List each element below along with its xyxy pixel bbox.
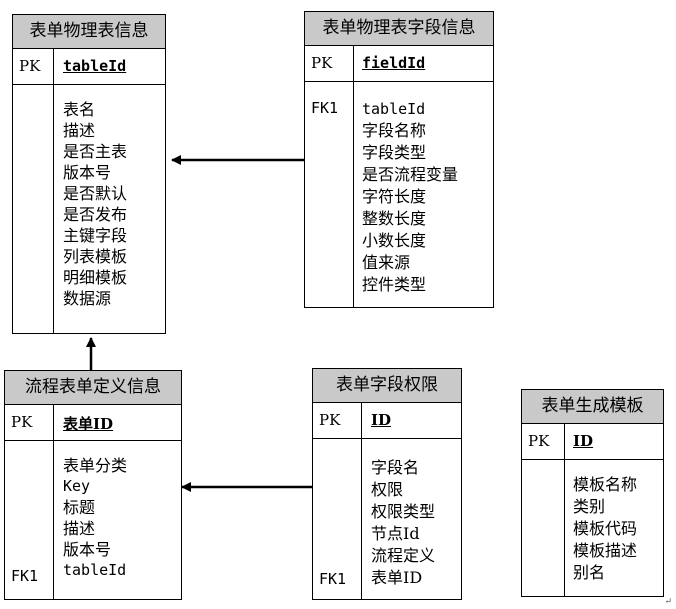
- primary-key-row: PK ID: [522, 424, 663, 460]
- entity-title: 表单生成模板: [522, 390, 663, 424]
- field-list: tableId 字段名称 字段类型 是否流程变量 字符长度 整数长度 小数长度 …: [362, 98, 458, 296]
- field: 模板代码: [573, 519, 638, 538]
- primary-key-row: PK fieldId: [305, 46, 493, 82]
- pk-field: ID: [573, 432, 594, 450]
- field: 是否主表: [63, 142, 128, 161]
- pk-label: PK: [11, 413, 33, 431]
- entity-flow-form-definition: 流程表单定义信息 PK 表单ID FK1 表单分类 Key 标题 描述 版本号 …: [4, 370, 182, 600]
- entity-body: 表名 描述 是否主表 版本号 是否默认 是否发布 主键字段 列表模板 明细模板 …: [13, 85, 165, 333]
- column-divider: [53, 85, 54, 333]
- entity-body: FK1 字段名 权限 权限类型 节点Id 流程定义 表单ID: [313, 439, 461, 599]
- entity-body: FK1 tableId 字段名称 字段类型 是否流程变量 字符长度 整数长度 小…: [305, 82, 493, 307]
- field: 流程定义: [371, 546, 436, 565]
- field: 节点Id: [371, 524, 420, 543]
- column-divider: [53, 441, 54, 599]
- primary-key-row: PK ID: [313, 403, 461, 439]
- field: 是否默认: [63, 184, 128, 203]
- field: 数据源: [63, 289, 112, 308]
- column-divider: [53, 405, 54, 440]
- field: 表单分类: [63, 456, 128, 475]
- field: 模板描述: [573, 541, 638, 560]
- field: 版本号: [63, 540, 112, 559]
- field: 标题: [63, 498, 96, 517]
- field: 控件类型: [362, 275, 427, 294]
- pk-label: PK: [311, 54, 333, 72]
- entity-title: 流程表单定义信息: [5, 371, 181, 405]
- field: 描述: [63, 519, 96, 538]
- fk-label: FK1: [319, 570, 347, 588]
- entity-form-template: 表单生成模板 PK ID 模板名称 类别 模板代码 模板描述 别名: [521, 389, 664, 597]
- field: 字符长度: [362, 187, 427, 206]
- field: 权限类型: [371, 502, 436, 521]
- field: 表单ID: [371, 568, 423, 587]
- primary-key-row: PK 表单ID: [5, 405, 181, 441]
- fk-label: FK1: [311, 99, 339, 117]
- field: 表名: [63, 100, 96, 119]
- field: 字段类型: [362, 143, 427, 162]
- entity-form-field-info: 表单物理表字段信息 PK fieldId FK1 tableId 字段名称 字段…: [304, 11, 494, 308]
- column-divider: [353, 82, 354, 307]
- pk-field: 表单ID: [63, 415, 114, 433]
- field: 字段名: [371, 458, 420, 477]
- field: tableId: [63, 561, 127, 579]
- field: 别名: [573, 563, 606, 582]
- entity-title: 表单物理表信息: [13, 15, 165, 49]
- column-divider: [564, 424, 565, 459]
- entity-title: 表单字段权限: [313, 369, 461, 403]
- field-list: 表名 描述 是否主表 版本号 是否默认 是否发布 主键字段 列表模板 明细模板 …: [63, 99, 127, 309]
- entity-body: 模板名称 类别 模板代码 模板描述 别名: [522, 460, 663, 596]
- field-list: 模板名称 类别 模板代码 模板描述 别名: [573, 474, 637, 584]
- entity-form-field-permission: 表单字段权限 PK ID FK1 字段名 权限 权限类型 节点Id 流程定义 表…: [312, 368, 462, 600]
- field: 主键字段: [63, 226, 128, 245]
- entity-body: FK1 表单分类 Key 标题 描述 版本号 tableId: [5, 441, 181, 599]
- field: 描述: [63, 121, 96, 140]
- fk-label: FK1: [11, 567, 39, 585]
- field: 值来源: [362, 253, 411, 272]
- pk-label: PK: [19, 57, 41, 75]
- field: 模板名称: [573, 475, 638, 494]
- primary-key-row: PK tableId: [13, 49, 165, 85]
- field: 整数长度: [362, 209, 427, 228]
- paragraph-mark: ↵: [664, 597, 672, 607]
- field: tableId: [362, 100, 426, 118]
- column-divider: [564, 460, 565, 596]
- column-divider: [361, 403, 362, 438]
- pk-label: PK: [319, 411, 341, 429]
- entity-title: 表单物理表字段信息: [305, 12, 493, 46]
- pk-field: fieldId: [362, 54, 426, 72]
- column-divider: [361, 439, 362, 599]
- field: 是否发布: [63, 205, 128, 224]
- pk-label: PK: [528, 432, 550, 450]
- pk-field: tableId: [63, 57, 127, 75]
- field: 类别: [573, 497, 606, 516]
- field: 明细模板: [63, 268, 128, 287]
- entity-form-physical-table: 表单物理表信息 PK tableId 表名 描述 是否主表 版本号 是否默认 是…: [12, 14, 166, 334]
- field: Key: [63, 477, 91, 495]
- field: 字段名称: [362, 121, 427, 140]
- column-divider: [53, 49, 54, 84]
- field-list: 表单分类 Key 标题 描述 版本号 tableId: [63, 455, 127, 581]
- field: 列表模板: [63, 247, 128, 266]
- field: 是否流程变量: [362, 165, 459, 184]
- field: 小数长度: [362, 231, 427, 250]
- field-list: 字段名 权限 权限类型 节点Id 流程定义 表单ID: [371, 457, 435, 589]
- field: 权限: [371, 480, 404, 499]
- column-divider: [353, 46, 354, 81]
- pk-field: ID: [371, 411, 392, 429]
- field: 版本号: [63, 163, 112, 182]
